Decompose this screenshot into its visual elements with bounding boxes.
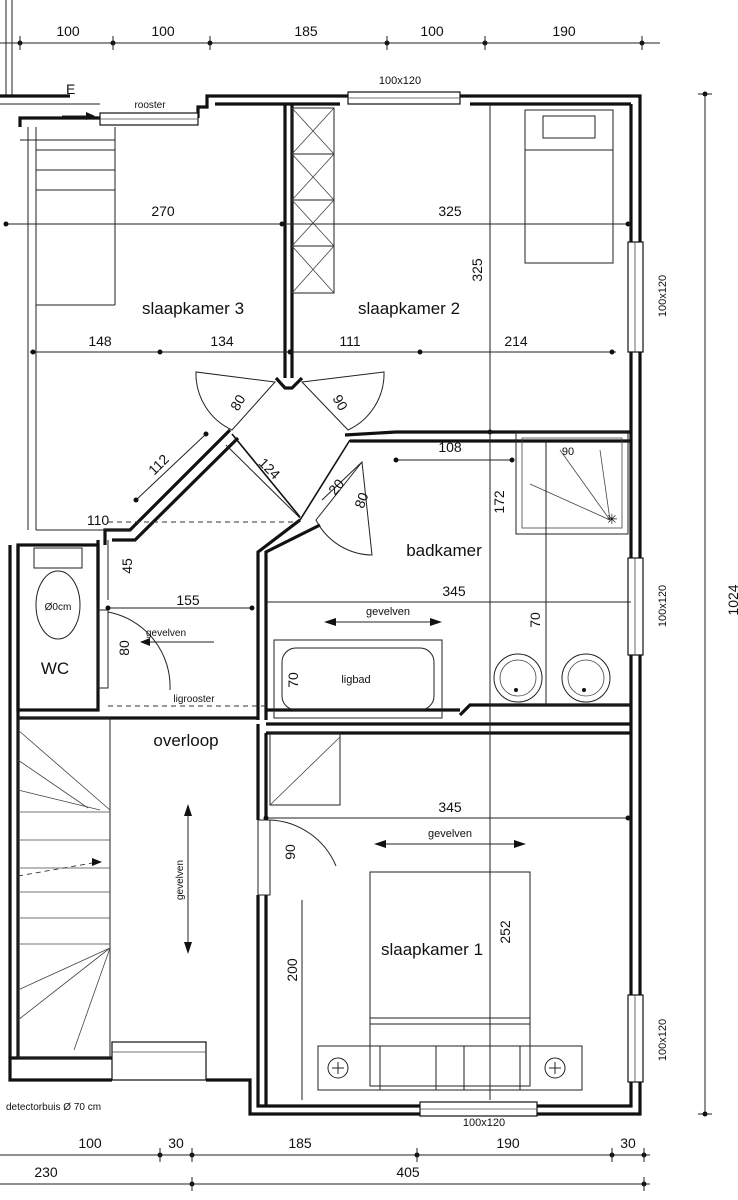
dim-172: 172 <box>491 490 507 514</box>
gevelven-arrow-badkamer <box>324 618 442 626</box>
bottom-dim-row2-1: 230 <box>34 1164 58 1180</box>
staircase-top <box>20 127 130 531</box>
window-label-right1: 100x120 <box>657 275 669 317</box>
rooster-label: rooster <box>134 100 166 111</box>
top-dim-5: 190 <box>552 23 576 39</box>
diagonal-doors <box>133 371 385 556</box>
dim-bath-70: 70 <box>285 672 301 688</box>
shower: ✳ <box>515 431 629 535</box>
detectorbuis-label: detectorbuis Ø 70 cm <box>6 1102 101 1113</box>
overloop-dimlines <box>105 521 300 707</box>
window-label-top: 100x120 <box>379 75 421 87</box>
gevelven-label-overloop: gevelven <box>146 628 186 639</box>
dim-134: 134 <box>210 333 234 349</box>
dim-sk1-345: 345 <box>438 799 462 815</box>
dim-door-80a: 80 <box>227 392 249 414</box>
gevelven-arrow-overloop <box>140 638 214 646</box>
bottom-dimension-lines <box>0 1148 650 1191</box>
dim-door-90b: 90 <box>282 844 298 860</box>
gevelven-label-sk1: gevelven <box>428 828 472 840</box>
room-badkamer: badkamer <box>406 541 482 560</box>
dim-200: 200 <box>284 958 300 982</box>
sk1-wardrobe <box>269 732 341 806</box>
interior-walls <box>16 104 631 1106</box>
dim-bath-345: 345 <box>442 583 466 599</box>
dim-112: 112 <box>145 451 172 478</box>
dim-214: 214 <box>504 333 528 349</box>
windows <box>99 91 644 1117</box>
dim-70-badkamer: 70 <box>527 612 543 628</box>
bottom-dim-1: 100 <box>78 1135 102 1151</box>
dim-108: 108 <box>438 439 462 455</box>
room-slaapkamer-1: slaapkamer 1 <box>381 940 483 959</box>
staircase-bottom <box>17 717 111 1059</box>
bottom-dim-5: 30 <box>620 1135 636 1151</box>
room-wc: WC <box>41 659 69 678</box>
top-dim-4: 100 <box>420 23 444 39</box>
top-dim-2: 100 <box>151 23 175 39</box>
ligrooster-label: ligrooster <box>173 694 215 705</box>
top-dim-1: 100 <box>56 23 80 39</box>
bottom-dim-2: 30 <box>168 1135 184 1151</box>
dim-door-90a: 90 <box>330 392 352 414</box>
window-label-bottom: 100x120 <box>463 1117 505 1129</box>
dim-sk2-height: 325 <box>469 258 485 282</box>
dim-110: 110 <box>87 512 110 528</box>
room-slaapkamer-3: slaapkamer 3 <box>142 299 244 318</box>
gevelven-arrow-sk1 <box>374 840 526 848</box>
marker-e: E <box>66 81 75 97</box>
gevelven-arrow-vertical <box>184 804 192 954</box>
sk1-door <box>257 819 337 896</box>
sinks <box>490 653 631 706</box>
gevelven-label-vertical: gevelven <box>175 860 186 900</box>
gevelven-label-badkamer: gevelven <box>366 606 410 618</box>
dim-111: 111 <box>339 333 360 349</box>
dim-wc-80: 80 <box>116 640 132 656</box>
bottom-dim-row2-2: 405 <box>396 1164 420 1180</box>
bottom-dim-3: 185 <box>288 1135 312 1151</box>
room-overloop: overloop <box>153 731 218 750</box>
dim-lines-top-rooms <box>3 104 631 435</box>
badkamer-dimlines <box>107 432 631 1100</box>
dim-155: 155 <box>176 592 200 608</box>
wc-diameter-label: Ø0cm <box>45 602 72 613</box>
bottom-dim-4: 190 <box>496 1135 520 1151</box>
dim-252: 252 <box>497 920 513 944</box>
dim-sk2-width: 325 <box>438 203 462 219</box>
overall-height-label: 1024 <box>725 584 738 615</box>
dim-148: 148 <box>88 333 112 349</box>
dim-door-80b: 80 <box>351 490 371 510</box>
top-dimension-line <box>0 36 660 50</box>
sk1-dimlines <box>263 815 631 1100</box>
right-dimension-line <box>698 91 712 1117</box>
bed-sk2 <box>524 109 614 264</box>
wardrobe-sk2 <box>291 107 335 294</box>
window-label-right2: 100x120 <box>657 585 669 627</box>
window-label-right3: 100x120 <box>657 1019 669 1061</box>
dim-sk3-width: 270 <box>151 203 175 219</box>
bathtub <box>273 639 443 719</box>
room-ligbad: ligbad <box>341 674 370 686</box>
bed-sk1 <box>317 871 583 1091</box>
wc-door <box>97 609 171 691</box>
svg-text:✳: ✳ <box>606 511 618 527</box>
dim-shower-90: 90 <box>562 446 574 458</box>
dim-45: 45 <box>119 558 135 574</box>
wc-toilet <box>33 547 83 640</box>
neighbour-fragment <box>0 0 100 120</box>
room-slaapkamer-2: slaapkamer 2 <box>358 299 460 318</box>
top-dim-3: 185 <box>294 23 318 39</box>
